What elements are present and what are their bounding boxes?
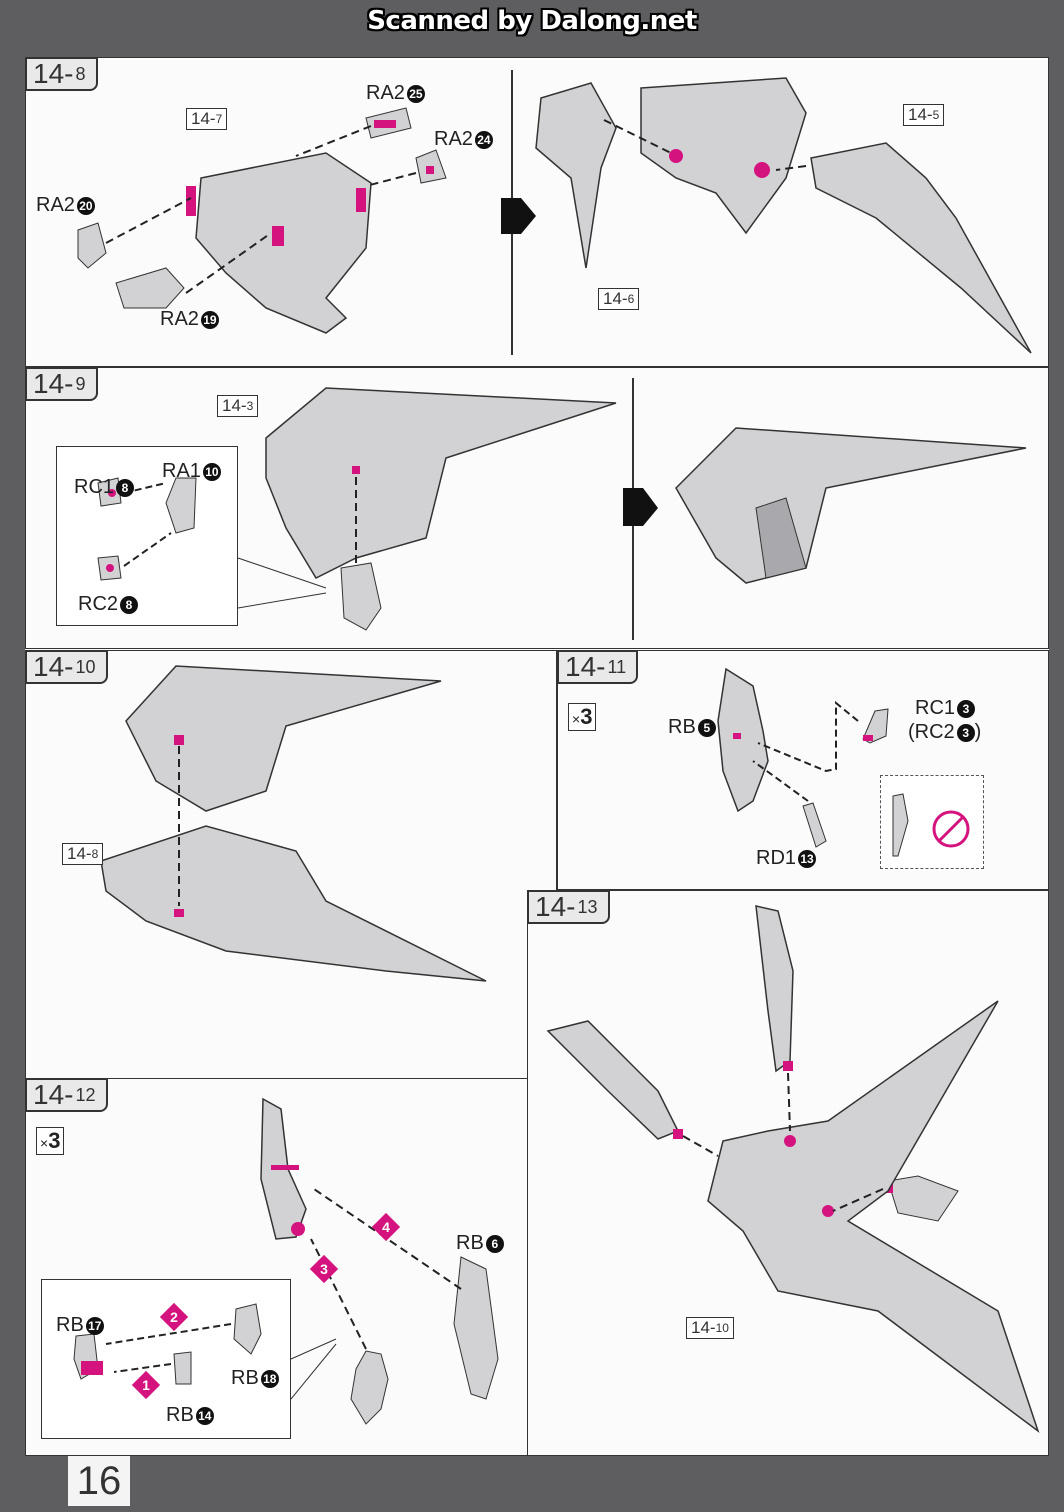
step-number: 14-11 [557,650,639,684]
ref-14-6: 14-6 [598,288,640,310]
ref-14-10: 14-10 [686,1317,734,1339]
wing-assembly-illustration [97,387,1027,631]
blade-part-illustration [717,667,970,857]
blade-assembly-illustration [73,1097,499,1425]
step-number: 14-8 [25,57,98,91]
step-order-4: 4 [371,1212,401,1242]
ref-14-8: 14-8 [62,843,104,865]
step-number: 14-13 [527,890,610,924]
step-number: 14-10 [25,650,108,684]
page-number: 16 [68,1456,130,1506]
step-14-10-panel: 14-10 14-8 [25,650,557,1080]
step-order-1: 1 [131,1370,161,1400]
step-number: 14-12 [25,1078,108,1112]
ref-14-3: 14-3 [217,395,259,417]
step-order-3: 3 [309,1254,339,1284]
final-wing-assembly-illustration [546,905,1040,1434]
scan-credit: Scanned by Dalong.net [367,6,697,36]
wing-body-assembly-illustration [77,77,1032,354]
wing-to-body-illustration [100,665,487,982]
quantity-badge: ×3 [36,1127,65,1155]
step-14-13-panel: 14-13 14-10 [527,890,1049,1456]
quantity-badge: ×3 [568,703,597,731]
ref-14-7: 14-7 [186,108,228,130]
ref-14-5: 14-5 [903,104,945,126]
step-order-2: 2 [159,1302,189,1332]
step-number: 14-9 [25,367,98,401]
